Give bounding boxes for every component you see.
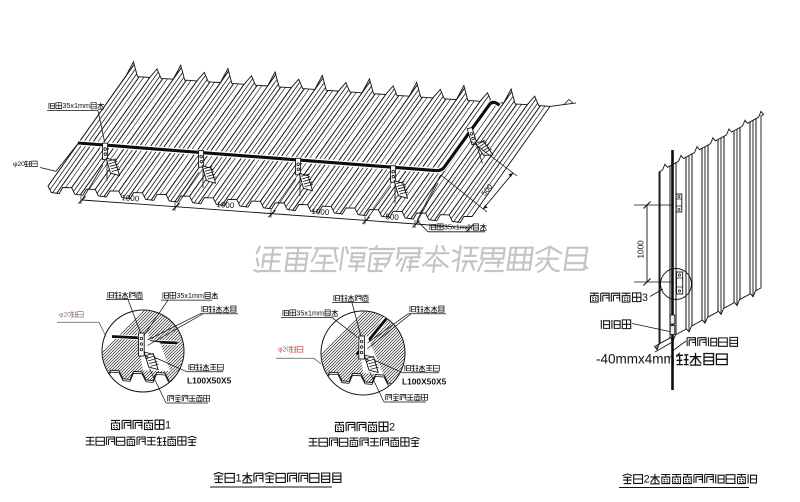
svg-text:-40mmx4mm: -40mmx4mm — [596, 352, 675, 367]
svg-text:35x1mm: 35x1mm — [176, 291, 204, 300]
svg-text:35x1mm: 35x1mm — [296, 308, 324, 317]
svg-text:2: 2 — [389, 422, 395, 434]
svg-text:φ20: φ20 — [59, 312, 71, 319]
svg-text:2: 2 — [644, 474, 650, 486]
svg-text:L100X50X5: L100X50X5 — [187, 376, 232, 386]
svg-text:1: 1 — [235, 473, 241, 485]
svg-text:1: 1 — [165, 420, 171, 432]
svg-text:L100X50X5: L100X50X5 — [402, 377, 447, 387]
svg-text:3: 3 — [642, 292, 648, 304]
svg-text:1000: 1000 — [216, 200, 235, 210]
svg-text:1000: 1000 — [121, 193, 140, 203]
svg-text:500: 500 — [385, 212, 400, 222]
svg-text:35x1mm: 35x1mm — [444, 223, 472, 232]
svg-text:φ20: φ20 — [13, 161, 25, 168]
svg-text:1000: 1000 — [311, 207, 330, 217]
svg-text:φ20: φ20 — [278, 347, 290, 354]
svg-text:1000: 1000 — [637, 240, 646, 259]
svg-text:35x1mm: 35x1mm — [62, 101, 90, 110]
